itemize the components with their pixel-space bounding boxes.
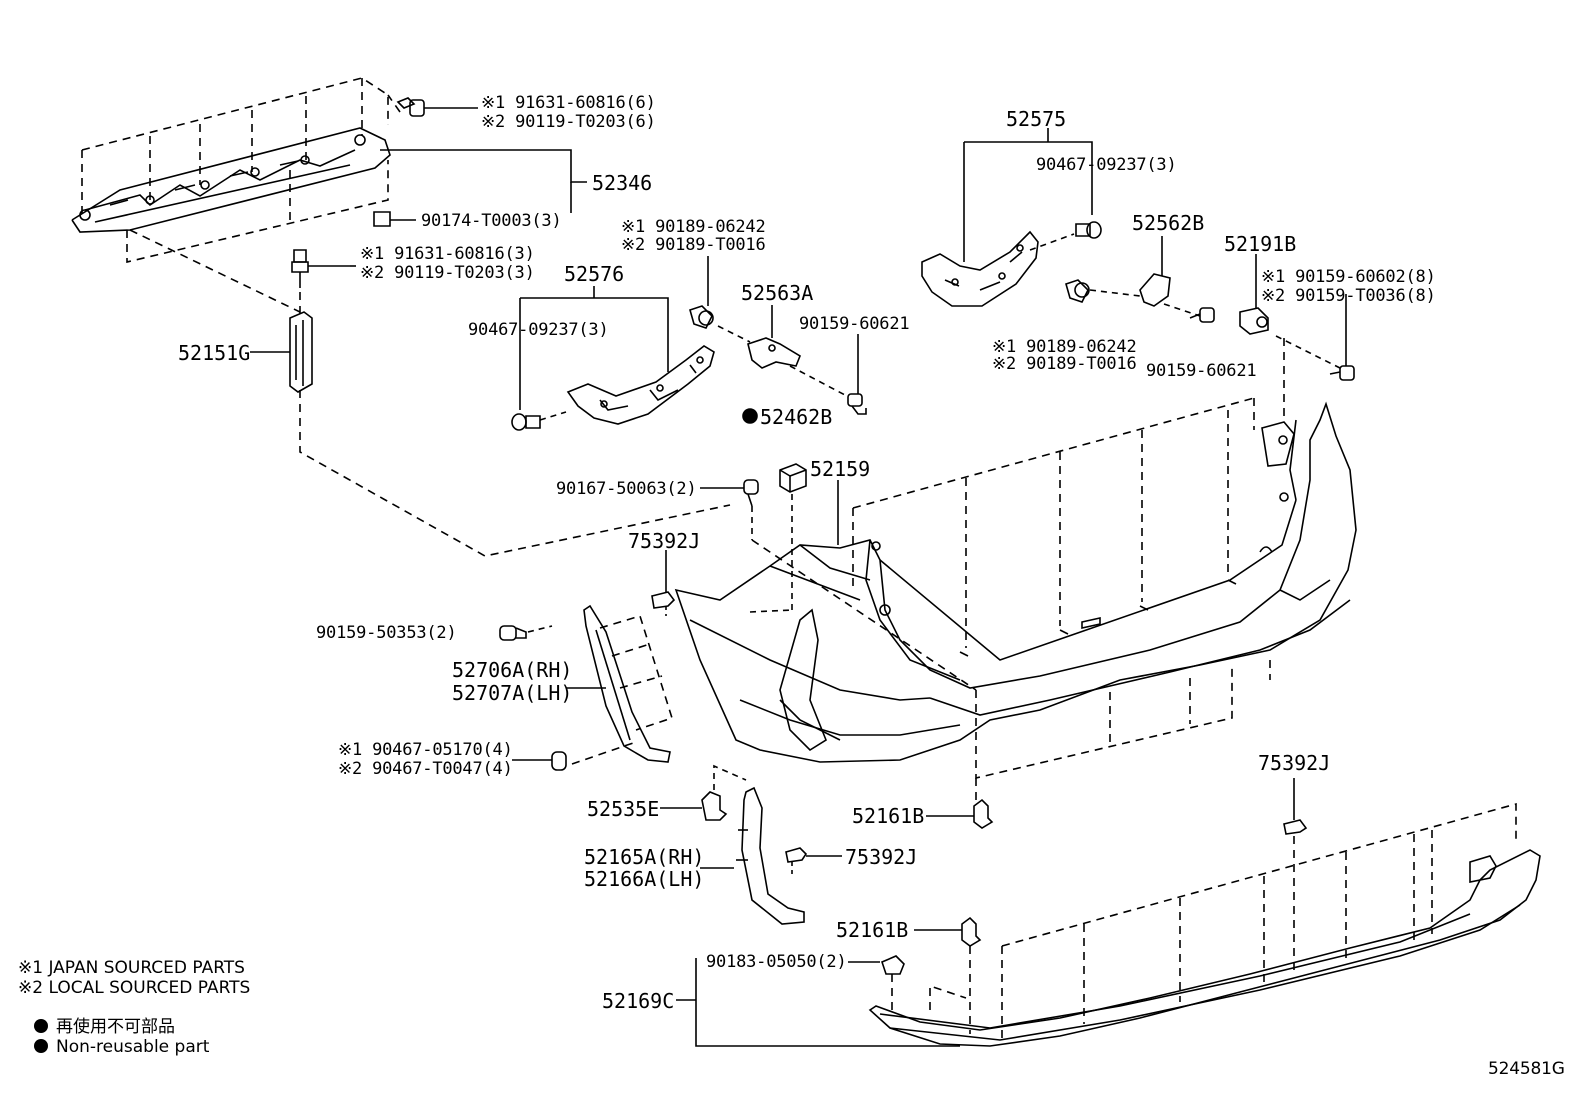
dash-leaders-mid: [750, 494, 792, 612]
clip-52161B-lower: [914, 918, 980, 946]
legend-japan-sourced: ※1 JAPAN SOURCED PARTS: [18, 958, 245, 978]
bolt-91631-60816-6: [398, 98, 478, 116]
callout-90159-60621-right: 90159-60621: [1146, 361, 1257, 381]
clip-90183-05050: [848, 956, 904, 974]
screw-90159-60621-right: [1190, 308, 1214, 322]
callout-90159-50353: 90159-50353(2): [316, 623, 457, 643]
bullet-icon: [34, 1039, 48, 1053]
clip-90189-right: [1066, 280, 1089, 302]
clip-90189-left: [690, 256, 713, 328]
callout-90174-T0003: 90174-T0003(3): [421, 211, 562, 231]
callout-90467-T0047: ※2 90467-T0047(4): [338, 759, 513, 779]
spoiler-dash-guides: [892, 804, 1516, 1038]
callout-52159: 52159: [810, 457, 871, 481]
bracket-52346: [72, 128, 390, 232]
screw-90167-50063: [700, 480, 758, 506]
callout-52707A-LH: 52707A(LH): [452, 681, 573, 705]
callout-52191B: 52191B: [1224, 232, 1297, 256]
callout-52151G: 52151G: [178, 341, 251, 365]
callout-52161B-lower: 52161B: [836, 918, 909, 942]
figure-id: 524581G: [1488, 1059, 1565, 1079]
callout-90189-06242-left: ※1 90189-06242: [621, 217, 766, 237]
callout-52575: 52575: [1006, 107, 1067, 131]
callout-90159-60602: ※1 90159-60602(8): [1261, 267, 1436, 287]
callout-75392J-upper: 75392J: [628, 529, 701, 553]
bolt-90467-09237-left: [512, 414, 540, 430]
callout-52706A-RH: 52706A(RH): [452, 658, 573, 682]
callout-90467-09237-left: 90467-09237(3): [468, 320, 609, 340]
callout-90189-T0016-left: ※2 90189-T0016: [621, 235, 766, 255]
screw-90467-05170: [512, 752, 566, 770]
callout-90467-09237-right: 90467-09237(3): [1036, 155, 1177, 175]
bracket-52575: [922, 232, 1038, 306]
moulding-52165A: [700, 788, 804, 924]
clip-75392J-upper: [652, 550, 674, 616]
clip-52562B: [1140, 236, 1170, 306]
callout-52169C: 52169C: [602, 989, 675, 1013]
bolt-90467-09237-right: [1076, 222, 1101, 238]
clip-75392J-right: [1284, 778, 1306, 834]
dash-leaders-left: [130, 230, 730, 556]
callout-90159-60621-left: 90159-60621: [799, 314, 910, 334]
callout-52165A-RH: 52165A(RH): [584, 845, 705, 869]
callout-90189-T0016-right: ※2 90189-T0016: [992, 354, 1137, 374]
clip-52161B-upper: [926, 800, 992, 828]
legend-non-reusable-en: Non-reusable part: [34, 1037, 209, 1057]
clip-52191B: [1240, 254, 1268, 334]
bracket-52346-dash-box: [82, 78, 400, 262]
screw-90159-60621-left: [848, 334, 866, 414]
callout-52166A-LH: 52166A(LH): [584, 867, 705, 891]
moulding-dash-box: [572, 616, 672, 764]
bolt-91631-60816-3: [292, 250, 350, 288]
dash-52535E: [714, 766, 746, 790]
callout-91631-60816-3: ※1 91631-60816(3): [360, 244, 535, 264]
callout-52562B: 52562B: [1132, 211, 1205, 235]
callout-90159-T0036: ※2 90159-T0036(8): [1261, 286, 1436, 306]
screw-90159-50353: [500, 626, 552, 640]
callout-52161B-upper: 52161B: [852, 804, 925, 828]
legend-en-text: Non-reusable part: [56, 1037, 210, 1057]
legend-local-sourced: ※2 LOCAL SOURCED PARTS: [18, 978, 251, 998]
legend-jp-text: 再使用不可部品: [56, 1017, 175, 1037]
screw-90159-60602: [1330, 294, 1354, 380]
spoiler-52169C: [870, 850, 1540, 1046]
clip-52535E: [660, 792, 726, 820]
non-reusable-dot-52462B: [743, 409, 757, 423]
callout-91631-60816-6: ※1 91631-60816(6): [481, 93, 656, 113]
callout-52563A: 52563A: [741, 281, 814, 305]
callout-90119-T0203-3: ※2 90119-T0203(3): [360, 263, 535, 283]
callout-90183-05050: 90183-05050(2): [706, 952, 847, 972]
callout-90167-50063: 90167-50063(2): [556, 479, 697, 499]
bumper-dash-guides: [752, 338, 1284, 800]
retainer-52151G: [250, 312, 312, 392]
callout-90189-06242-right: ※1 90189-06242: [992, 337, 1137, 357]
bracket-52576: [568, 346, 714, 424]
callout-52535E: 52535E: [587, 797, 660, 821]
legend-non-reusable-jp: 再使用不可部品: [34, 1012, 175, 1037]
callout-52462B: 52462B: [760, 405, 833, 429]
callout-75392J-mid: 75392J: [845, 845, 918, 869]
callout-90467-05170: ※1 90467-05170(4): [338, 740, 513, 760]
callout-75392J-right: 75392J: [1258, 751, 1331, 775]
bullet-icon: [34, 1019, 48, 1033]
clip-52563A: [748, 305, 800, 368]
callout-52346: 52346: [592, 171, 653, 195]
callout-90119-T0203-6: ※2 90119-T0203(6): [481, 112, 656, 132]
rear-bumper-cover-52159: [676, 404, 1356, 762]
clip-75392J-mid: [786, 848, 842, 874]
callout-52576: 52576: [564, 262, 625, 286]
moulding-52706A: [584, 606, 670, 762]
nut-90174-T0003: [374, 212, 416, 226]
pad-52462B: [780, 464, 806, 492]
